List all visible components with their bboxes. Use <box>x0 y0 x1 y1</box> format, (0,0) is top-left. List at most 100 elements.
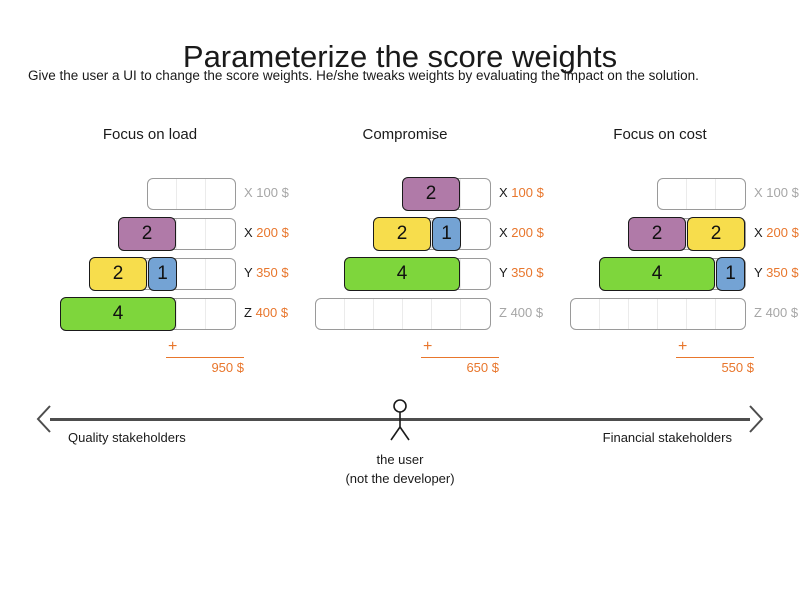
stick-figure-user-icon <box>390 399 410 441</box>
row-label: X 200 $ <box>754 225 799 240</box>
slider-cell[interactable] <box>571 299 600 329</box>
row-label: Z 400 $ <box>754 305 798 320</box>
slider-cell[interactable] <box>461 299 490 329</box>
axis-label-left: Quality stakeholders <box>68 430 186 445</box>
row-key: X <box>244 225 253 240</box>
row-key: Y <box>499 265 508 280</box>
page-title: Parameterize the score weights <box>182 38 618 74</box>
slider-cell[interactable] <box>600 299 629 329</box>
slider-cell[interactable] <box>148 179 177 209</box>
total-rule <box>676 357 754 358</box>
row-amount: 100 $ <box>256 185 289 200</box>
row-amount: 350 $ <box>256 265 289 280</box>
weight-row[interactable]: X 100 $ <box>538 174 799 214</box>
weight-row[interactable]: 4 Y 350 $ <box>283 254 544 294</box>
slider-cell[interactable] <box>461 259 490 289</box>
weight-segment-purple[interactable]: 2 <box>628 217 686 251</box>
slider-cell[interactable] <box>206 219 235 249</box>
weight-segment-yellow[interactable]: 2 <box>373 217 431 251</box>
weight-segment-blue[interactable]: 1 <box>716 257 745 291</box>
weight-segment-green[interactable]: 4 <box>60 297 176 331</box>
slider-cell[interactable] <box>658 299 687 329</box>
slider-cell[interactable] <box>177 259 206 289</box>
slider-cell[interactable] <box>658 219 687 249</box>
row-amount: 200 $ <box>256 225 289 240</box>
row-label: Y 350 $ <box>754 265 799 280</box>
slider-cell[interactable] <box>432 299 461 329</box>
slider-cell[interactable] <box>345 299 374 329</box>
weight-segment-blue[interactable]: 1 <box>432 217 461 251</box>
row-key: Y <box>244 265 253 280</box>
slider-cell[interactable] <box>687 259 716 289</box>
weight-segment-purple[interactable]: 2 <box>402 177 460 211</box>
slider-cell[interactable] <box>177 179 206 209</box>
row-key: X <box>499 225 508 240</box>
slider-cell[interactable] <box>206 259 235 289</box>
weight-row[interactable]: 2 X 200 $ <box>28 214 289 254</box>
weight-segment-purple[interactable]: 2 <box>118 217 176 251</box>
row-amount: 400 $ <box>510 305 544 320</box>
row-label: X 100 $ <box>754 185 799 200</box>
total-plus-sign: + <box>423 338 433 355</box>
slider-cell[interactable] <box>432 259 461 289</box>
total-value: 650 $ <box>466 360 499 375</box>
slider-cell[interactable] <box>716 179 745 209</box>
slider-cell[interactable] <box>461 179 490 209</box>
slider-cell[interactable] <box>629 299 658 329</box>
weight-segment-green[interactable]: 4 <box>344 257 460 291</box>
weight-segments: 2 <box>118 217 177 251</box>
slider-cell[interactable] <box>206 179 235 209</box>
weight-slider-track[interactable] <box>147 178 236 210</box>
slider-cell[interactable] <box>177 219 206 249</box>
weight-slider-track[interactable] <box>315 298 491 330</box>
slider-cell[interactable] <box>687 179 716 209</box>
arrow-right-icon <box>749 405 764 433</box>
slider-cell[interactable] <box>206 299 235 329</box>
slider-cell[interactable] <box>177 299 206 329</box>
row-amount: 350 $ <box>511 265 544 280</box>
slider-cell[interactable] <box>403 299 432 329</box>
weight-segment-blue[interactable]: 1 <box>148 257 177 291</box>
row-key: X <box>244 185 253 200</box>
row-label: X 200 $ <box>244 225 289 240</box>
slider-cell[interactable] <box>687 299 716 329</box>
column-total: +550 $ <box>668 339 754 375</box>
slider-cell[interactable] <box>658 179 687 209</box>
axis-label-right: Financial stakeholders <box>602 430 732 445</box>
column-header: Compromise <box>362 126 448 143</box>
weight-slider-track[interactable] <box>657 178 746 210</box>
slider-cell[interactable] <box>374 299 403 329</box>
row-label: Y 350 $ <box>244 265 289 280</box>
weight-row[interactable]: Z 400 $ <box>283 294 543 334</box>
weight-segment-green[interactable]: 4 <box>599 257 715 291</box>
row-key: Z <box>754 305 762 320</box>
weight-segment-yellow[interactable]: 2 <box>687 217 745 251</box>
weight-row[interactable]: X 100 $ <box>28 174 289 214</box>
weight-row[interactable]: Z 400 $ <box>538 294 798 334</box>
weight-segments: 2 <box>402 177 461 211</box>
slider-cell[interactable] <box>148 299 177 329</box>
slider-cell[interactable] <box>403 219 432 249</box>
slider-cell[interactable] <box>148 219 177 249</box>
slider-cell[interactable] <box>432 179 461 209</box>
weight-segment-yellow[interactable]: 2 <box>89 257 147 291</box>
slider-cell[interactable] <box>461 219 490 249</box>
user-caption-line-2: (not the developer) <box>345 471 455 486</box>
slider-cell[interactable] <box>316 299 345 329</box>
arrow-left-icon <box>36 405 51 433</box>
weight-slider-track[interactable] <box>570 298 746 330</box>
slider-cell[interactable] <box>716 299 745 329</box>
row-amount: 400 $ <box>255 305 289 320</box>
row-amount: 350 $ <box>766 265 799 280</box>
slider-cell[interactable] <box>119 259 148 289</box>
